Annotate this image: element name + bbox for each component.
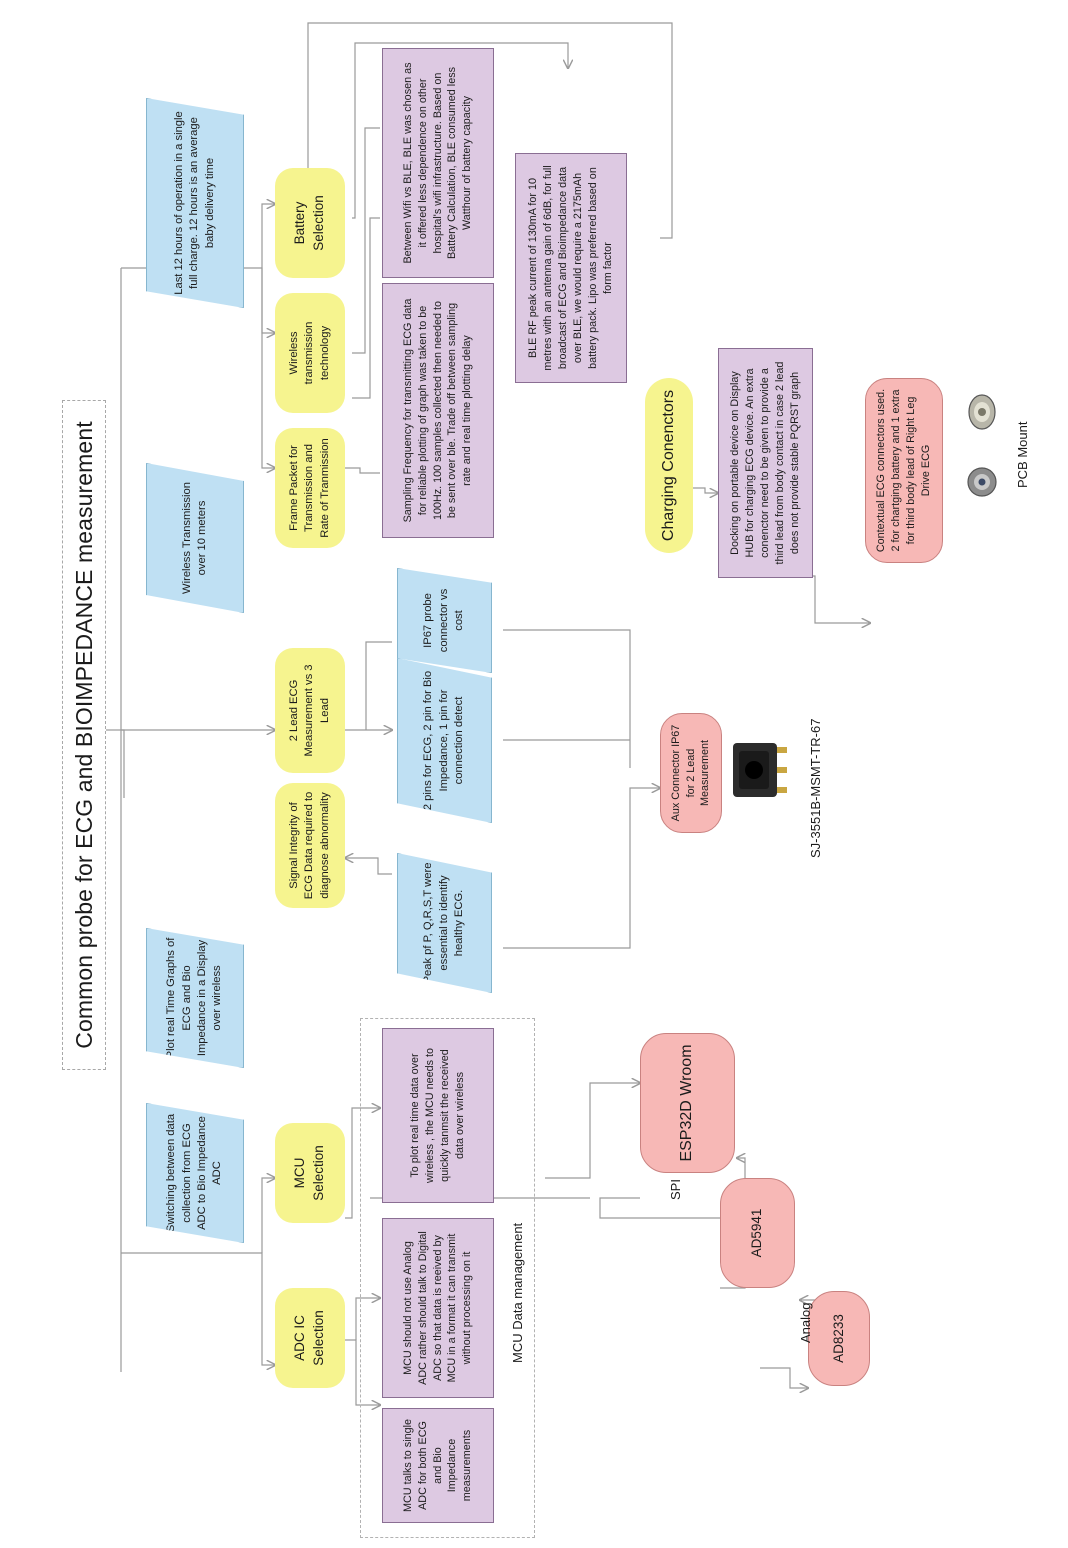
node-wireless-tech: Wireless transmission technology <box>275 293 345 413</box>
note-realtime-wireless: To plot real time data over wireless , t… <box>382 1028 494 1203</box>
node-charging-connectors: Charging Conenctors <box>645 378 693 553</box>
node-mcu-selection: MCU Selection <box>275 1123 345 1223</box>
note-sampling-frequency: Sampling Frequency for transmitting ECG … <box>382 283 494 538</box>
component-ad5941: AD5941 <box>720 1178 795 1288</box>
component-esp32: ESP32D Wroom <box>640 1033 735 1173</box>
requirement-ip67-probe: IP67 probe connector vs cost <box>397 568 492 673</box>
analog-label: Analog <box>798 1302 813 1343</box>
component-ad8233: AD8233 <box>808 1291 870 1386</box>
title-text: Common probe for ECG and BIOIMPEDANCE me… <box>70 421 97 1049</box>
note-mcu-no-analog: MCU should not use Analog ADC rather sho… <box>382 1218 494 1398</box>
aux-connector-jack-icon <box>733 743 787 797</box>
note-ble-rf-peak: BLE RF peak current of 130mA for 10 metr… <box>515 153 627 383</box>
requirement-plot-realtime: Plot real Time Graphs of ECG and Bio Imp… <box>146 928 244 1068</box>
requirement-peak-pqrst: Peak pf P, Q,R,S,T were essential to ide… <box>397 853 492 993</box>
spi-label: SPI <box>668 1179 683 1200</box>
note-mcu-single-adc: MCU talks to single ADC for both ECG and… <box>382 1408 494 1523</box>
requirement-pins-layout: 2 pins for ECG, 2 pin for Bio Impedance,… <box>397 658 492 823</box>
page-title: Common probe for ECG and BIOIMPEDANCE me… <box>62 400 106 1070</box>
component-aux-connector: Aux Connector IP67 for 2 Lead Measuremen… <box>660 713 722 833</box>
component-contextual-ecg: Contextual ECG connectors used. 2 for ch… <box>865 378 943 563</box>
sj-part-label: SJ-3551B-MSMT-TR-67 <box>808 718 823 858</box>
pcb-mount-label: PCB Mount <box>1015 421 1030 488</box>
requirement-wireless-10m: Wireless Transmission over 10 meters <box>146 463 244 613</box>
note-docking: Docking on portable device on Display HU… <box>718 348 813 578</box>
note-wifi-vs-ble: Between Wifi vs BLE, BLE was chosen as i… <box>382 48 494 278</box>
node-frame-packet: Frame Packet for Transmission and Rate o… <box>275 428 345 548</box>
node-two-lead-ecg: 2 Lead ECG Measurement vs 3 Lead <box>275 648 345 773</box>
pcb-mount-connector-icon <box>967 394 997 497</box>
node-signal-integrity: Signal Integrity of ECG Data required to… <box>275 783 345 908</box>
node-adc-ic-selection: ADC IC Selection <box>275 1288 345 1388</box>
node-battery-selection: Battery Selection <box>275 168 345 278</box>
requirement-last-12-hours: Last 12 hours of operation in a single f… <box>146 98 244 308</box>
mcu-data-management-label: MCU Data management <box>510 1222 525 1363</box>
requirement-switching-adc: Switching between data collection from E… <box>146 1103 244 1243</box>
